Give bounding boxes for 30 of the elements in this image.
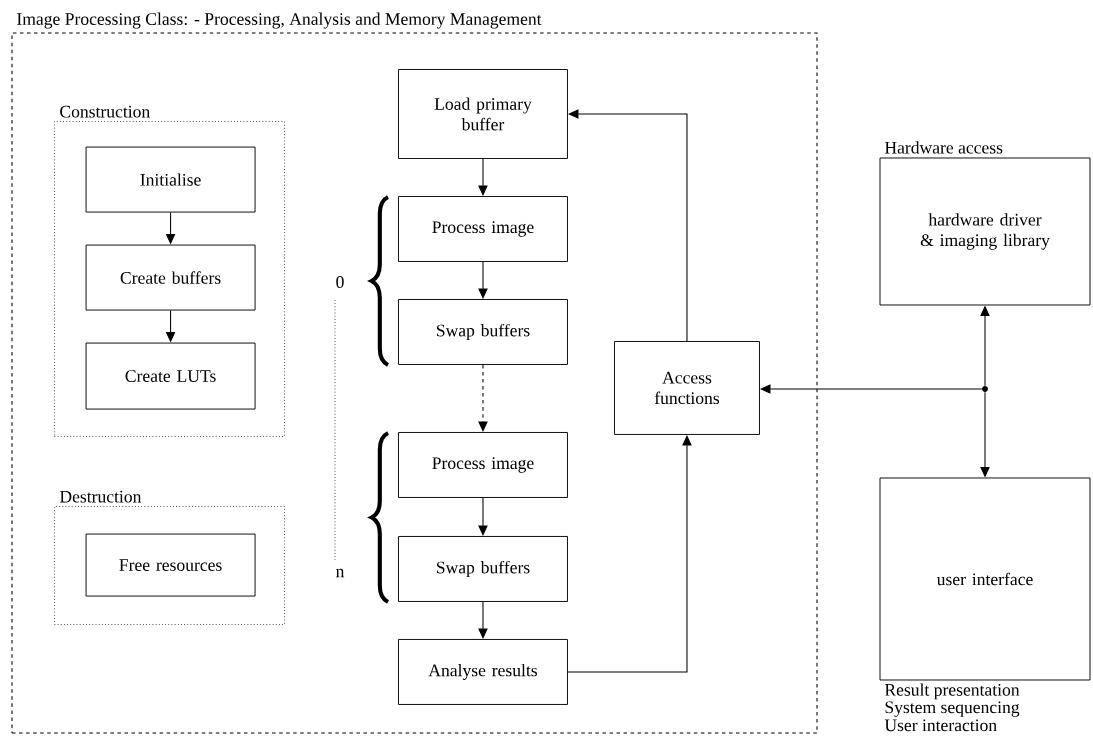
process-box: Free resources — [85, 533, 256, 597]
process-box: Access functions — [614, 341, 760, 435]
group-heading: Destruction — [59, 490, 142, 503]
process-box: Analyse results — [398, 639, 568, 705]
callout-number: n — [336, 568, 345, 578]
process-box: Process image — [398, 432, 568, 498]
process-box: hardware driver & imaging library — [879, 157, 1091, 306]
arrow — [568, 109, 688, 342]
group-heading: Hardware access — [884, 141, 1003, 154]
process-box: Initialise — [85, 146, 256, 213]
arrow — [760, 384, 983, 394]
callout-number: 0 — [336, 276, 344, 288]
arrow — [478, 364, 488, 432]
process-box: Swap buffers — [398, 536, 568, 602]
note-text: Result presentation — [884, 683, 1020, 700]
group-heading: Construction — [60, 105, 150, 118]
process-box: Swap buffers — [398, 299, 568, 365]
arrow — [478, 497, 488, 536]
note-text: System sequencing — [885, 701, 1020, 717]
process-box: Create LUTs — [85, 342, 256, 410]
process-box: Process image — [398, 196, 568, 262]
group-heading: Image Processing Class: - Processing, Analysis and Memory Management — [17, 12, 542, 29]
arrow — [478, 158, 488, 196]
arrow — [478, 601, 488, 639]
note-text: User interaction — [884, 719, 997, 732]
process-box: user interface — [879, 477, 1091, 681]
arrow — [478, 261, 488, 299]
arrow — [567, 435, 692, 673]
process-box: Load primary buffer — [398, 69, 568, 159]
process-box: Create buffers — [85, 244, 256, 311]
